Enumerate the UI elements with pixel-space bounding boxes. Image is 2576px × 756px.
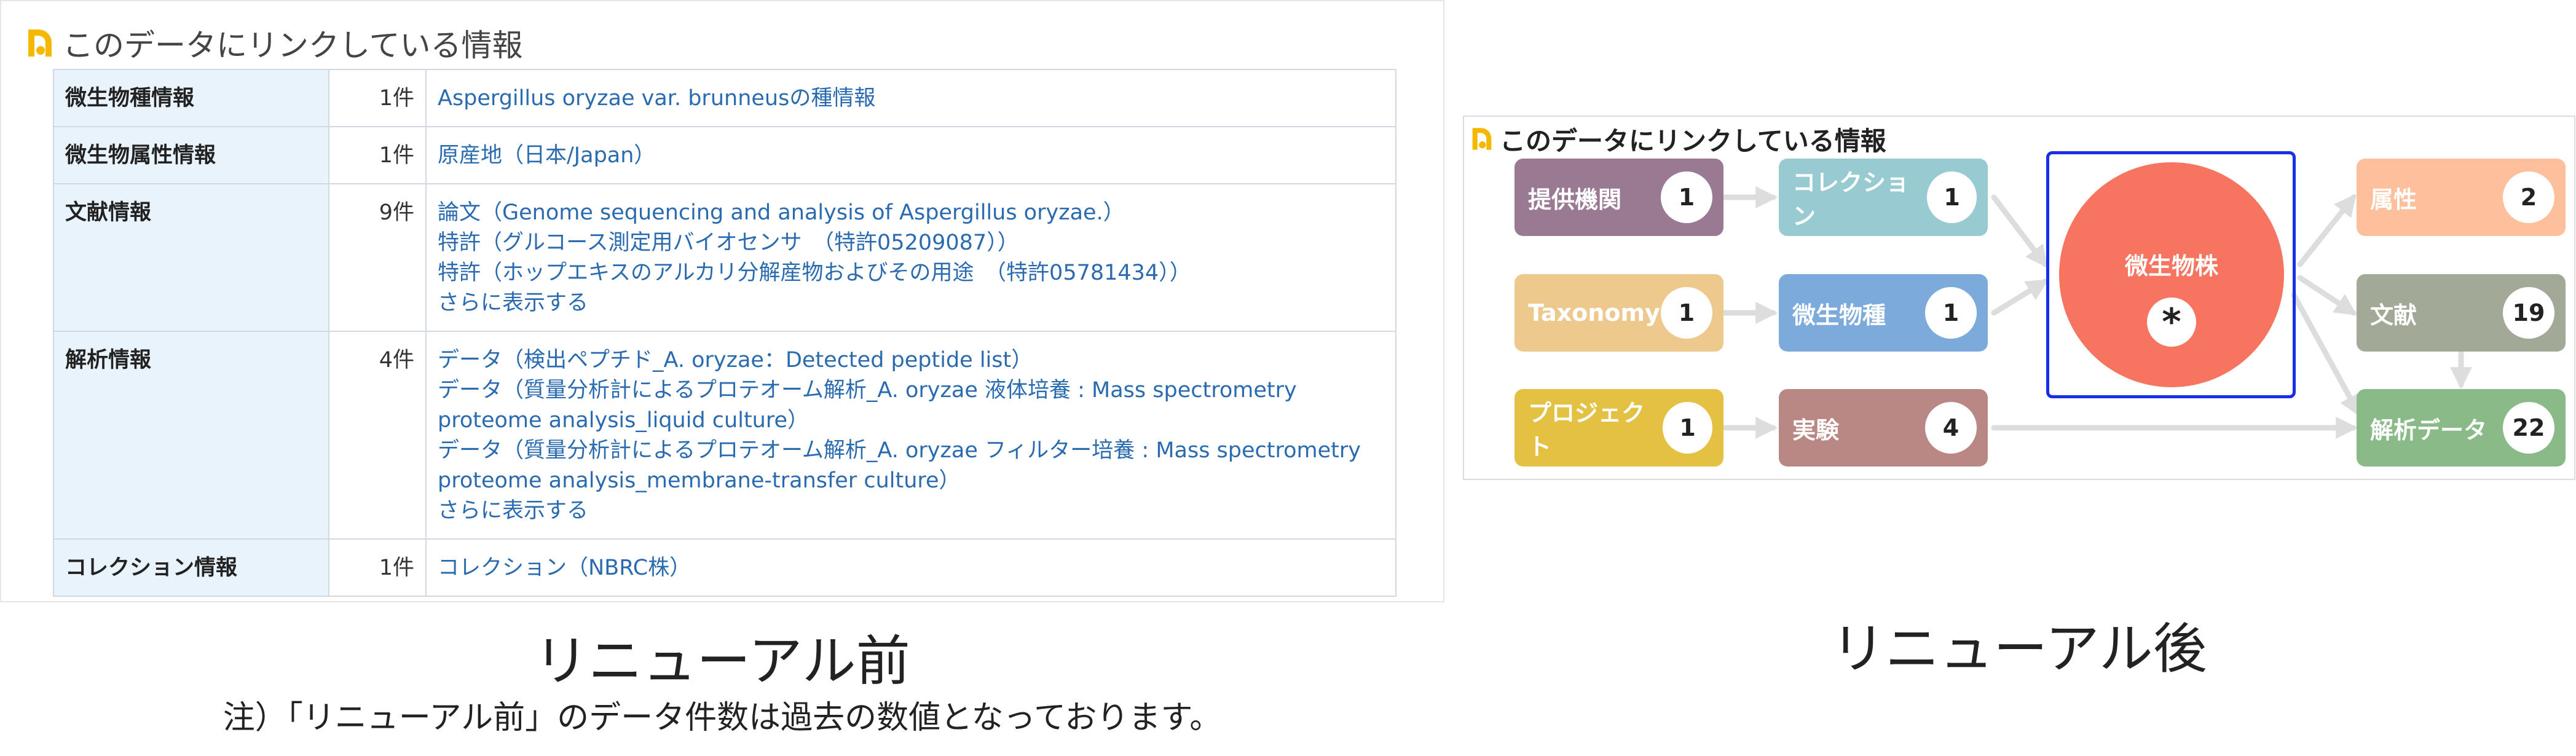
node-count: 1 bbox=[1925, 287, 1977, 339]
link-item[interactable]: データ（質量分析計によるプロテオーム解析_A. oryzae フィルター培養 :… bbox=[438, 438, 1361, 493]
node-count: 19 bbox=[2503, 287, 2554, 339]
before-title: このデータにリンクしている情報 bbox=[63, 28, 523, 63]
node-count: 1 bbox=[1927, 171, 1977, 223]
row-count: 4件 bbox=[328, 331, 427, 540]
node-project[interactable]: プロジェクト 1 bbox=[1514, 389, 1723, 467]
arrow-strain-analysis bbox=[2291, 292, 2361, 417]
footnote: 注）「リニューアル前」のデータ件数は過去の数値となっております。 bbox=[223, 699, 1222, 736]
after-caption: リニューアル後 bbox=[1831, 617, 2207, 680]
node-label: プロジェクト bbox=[1528, 400, 1645, 460]
row-category: 文献情報 bbox=[53, 183, 329, 332]
link-item[interactable]: データ（質量分析計によるプロテオーム解析_A. oryzae 液体培養 : Ma… bbox=[438, 378, 1297, 433]
link-item[interactable]: Aspergillus oryzae var. brunneusの種情報 bbox=[438, 86, 876, 111]
node-experiment[interactable]: 実験 4 bbox=[1779, 389, 1988, 467]
node-label: コレクション bbox=[1792, 169, 1910, 230]
node-label: 解析データ bbox=[2370, 416, 2487, 444]
link-item[interactable]: 原産地（日本/Japan） bbox=[438, 143, 656, 168]
node-taxonomy[interactable]: Taxonomy 1 bbox=[1514, 274, 1723, 352]
row-links: コレクション（NBRC株） bbox=[425, 538, 1396, 597]
node-provider[interactable]: 提供機関 1 bbox=[1514, 159, 1723, 236]
bookmark-icon bbox=[28, 30, 52, 57]
node-species[interactable]: 微生物種 1 bbox=[1779, 274, 1988, 352]
row-category: 解析情報 bbox=[53, 331, 329, 540]
node-count: 22 bbox=[2503, 402, 2554, 454]
row-count: 1件 bbox=[328, 69, 427, 127]
table-row: コレクション情報 1件 コレクション（NBRC株） bbox=[53, 538, 1396, 597]
node-count: 2 bbox=[2503, 171, 2554, 223]
node-count: 1 bbox=[1661, 287, 1712, 339]
arrow-strain-literature bbox=[2297, 275, 2358, 316]
after-renewal-panel: このデータにリンクしている情報 提供機関 1 Taxonomy 1 プロジェクト bbox=[1463, 116, 2575, 480]
table-row: 微生物種情報 1件 Aspergillus oryzae var. brunne… bbox=[53, 69, 1396, 127]
before-renewal-panel: このデータにリンクしている情報 微生物種情報 1件 Aspergillus or… bbox=[0, 0, 1444, 602]
node-collection[interactable]: コレクション 1 bbox=[1779, 159, 1988, 236]
node-count: 1 bbox=[1661, 171, 1712, 223]
show-more-link[interactable]: さらに表示する bbox=[438, 498, 589, 523]
row-count: 9件 bbox=[328, 183, 427, 332]
node-label: 微生物種 bbox=[1792, 301, 1886, 329]
linked-info-table: 微生物種情報 1件 Aspergillus oryzae var. brunne… bbox=[53, 69, 1396, 597]
asterisk-icon: * bbox=[2147, 297, 2196, 347]
node-label: 提供機関 bbox=[1528, 186, 1622, 213]
arrow-strain-attribute bbox=[2297, 194, 2357, 267]
row-category: 微生物種情報 bbox=[53, 69, 329, 127]
after-heading: このデータにリンクしている情報 bbox=[1470, 120, 1886, 157]
node-literature[interactable]: 文献 19 bbox=[2357, 274, 2566, 352]
node-label: 実験 bbox=[1792, 416, 1840, 444]
row-links: 原産地（日本/Japan） bbox=[425, 126, 1396, 184]
node-label: Taxonomy bbox=[1528, 299, 1660, 326]
relation-arrows bbox=[1722, 186, 2472, 439]
strain-highlight-box: 微生物株 * bbox=[2046, 151, 2296, 398]
row-links: データ（検出ペプチド_A. oryzae：Detected peptide li… bbox=[425, 331, 1396, 540]
node-label: 文献 bbox=[2370, 301, 2417, 329]
before-heading: このデータにリンクしている情報 bbox=[26, 18, 523, 68]
link-item[interactable]: 論文（Genome sequencing and analysis of Asp… bbox=[438, 200, 1125, 225]
link-item[interactable]: データ（検出ペプチド_A. oryzae：Detected peptide li… bbox=[438, 348, 1033, 372]
strain-label: 微生物株 bbox=[2124, 253, 2218, 280]
row-category: コレクション情報 bbox=[53, 538, 329, 597]
node-count: 1 bbox=[1663, 402, 1712, 454]
arrow-species-strain bbox=[1991, 278, 2049, 316]
before-caption: リニューアル前 bbox=[534, 629, 910, 693]
node-attribute[interactable]: 属性 2 bbox=[2357, 159, 2566, 236]
row-links: Aspergillus oryzae var. brunneusの種情報 bbox=[425, 69, 1396, 127]
link-item[interactable]: コレクション（NBRC株） bbox=[438, 556, 691, 580]
table-row: 文献情報 9件 論文（Genome sequencing and analysi… bbox=[53, 183, 1396, 332]
row-category: 微生物属性情報 bbox=[53, 126, 329, 184]
node-analysis[interactable]: 解析データ 22 bbox=[2357, 389, 2566, 467]
row-count: 1件 bbox=[328, 126, 427, 184]
after-title: このデータにリンクしている情報 bbox=[1500, 125, 1886, 156]
node-strain[interactable]: 微生物株 * bbox=[2059, 162, 2284, 387]
node-label: 属性 bbox=[2370, 186, 2417, 213]
link-item[interactable]: 特許（グルコース測定用バイオセンサ （特許05209087）） bbox=[438, 230, 1019, 255]
table-row: 微生物属性情報 1件 原産地（日本/Japan） bbox=[53, 126, 1396, 184]
node-count: 4 bbox=[1925, 402, 1977, 454]
arrow-collection-strain bbox=[1991, 194, 2048, 268]
link-item[interactable]: 特許（ホップエキスのアルカリ分解産物およびその用途 （特許05781434）） bbox=[438, 261, 1191, 285]
row-count: 1件 bbox=[328, 538, 427, 597]
table-row: 解析情報 4件 データ（検出ペプチド_A. oryzae：Detected pe… bbox=[53, 331, 1396, 540]
bookmark-icon bbox=[1472, 128, 1492, 150]
show-more-link[interactable]: さらに表示する bbox=[438, 291, 589, 315]
row-links: 論文（Genome sequencing and analysis of Asp… bbox=[425, 183, 1396, 332]
